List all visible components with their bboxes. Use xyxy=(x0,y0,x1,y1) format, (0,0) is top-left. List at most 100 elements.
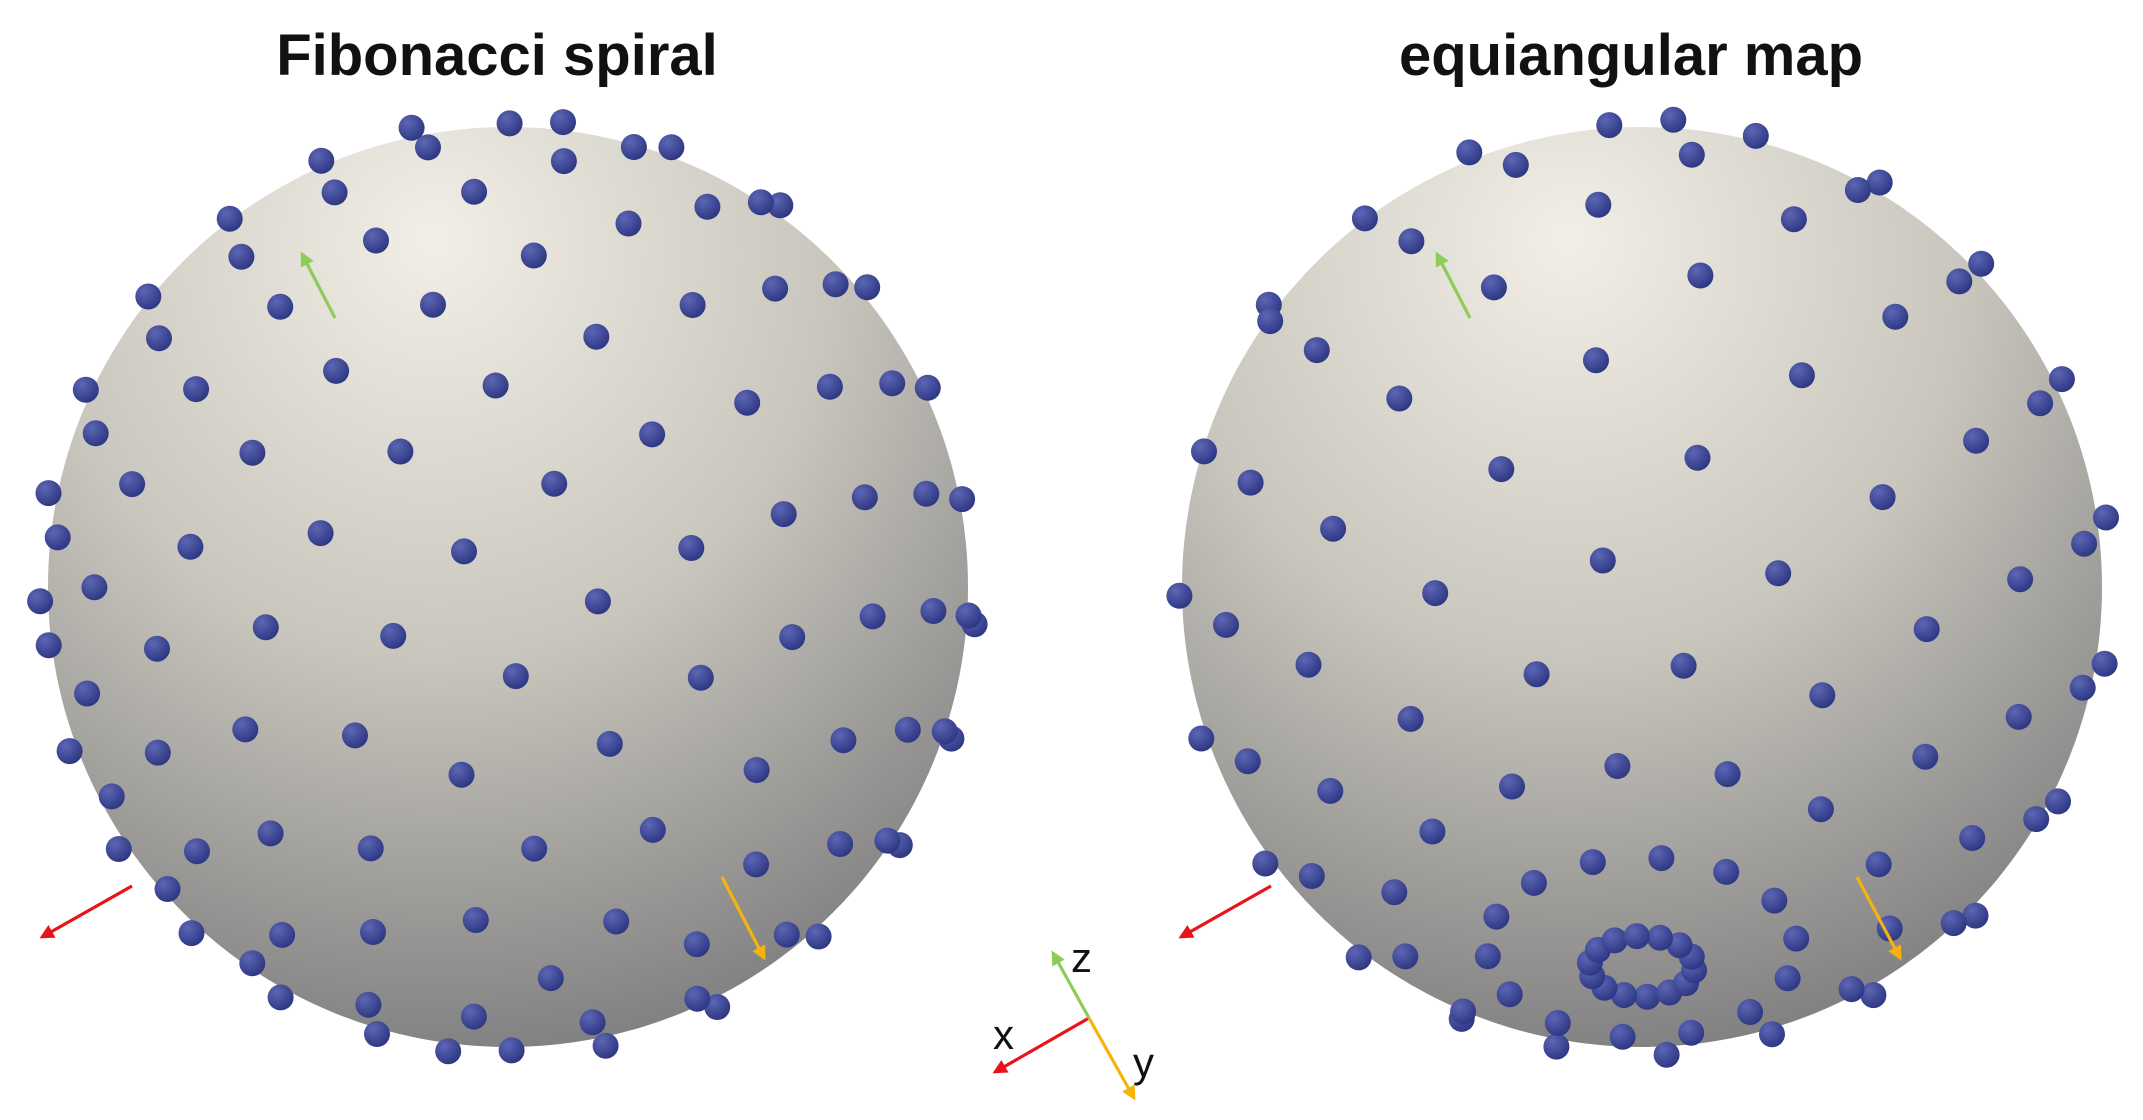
sample-point xyxy=(1946,268,1973,295)
sample-point xyxy=(1684,444,1711,471)
sample-point xyxy=(496,110,523,137)
sample-point xyxy=(1623,923,1650,950)
sample-point xyxy=(98,783,125,810)
sample-point xyxy=(2005,703,2032,730)
sample-point xyxy=(678,535,705,561)
sample-point xyxy=(239,950,266,977)
sample-point xyxy=(1419,818,1446,845)
sample-point xyxy=(596,730,623,757)
panel-title-equiangular: equiangular map xyxy=(1399,23,1863,88)
sample-point xyxy=(228,243,255,270)
sample-point xyxy=(135,283,162,310)
sample-point xyxy=(920,598,947,624)
sample-point xyxy=(267,984,294,1011)
sample-point xyxy=(1968,250,1995,277)
point-set-equiangular xyxy=(1166,106,2119,1068)
sample-point xyxy=(1480,274,1507,301)
legend-z-axis-arrow xyxy=(1051,950,1091,1019)
sample-point xyxy=(1252,850,1279,877)
sample-point xyxy=(2023,806,2050,833)
sample-point xyxy=(2007,566,2034,593)
sample-point xyxy=(1488,456,1515,483)
sample-point xyxy=(460,1003,487,1030)
sample-point xyxy=(1774,965,1801,992)
panel-equiangular-map: equiangular map xyxy=(1166,23,2119,1068)
sample-point xyxy=(1303,337,1330,364)
sample-point xyxy=(805,923,832,950)
sample-point xyxy=(308,147,335,174)
sample-point xyxy=(1807,796,1834,823)
sample-point xyxy=(687,664,714,691)
sample-point xyxy=(550,109,576,136)
sample-point xyxy=(2093,504,2119,531)
sample-point xyxy=(1450,998,1477,1025)
sample-point xyxy=(232,716,259,743)
sample-point xyxy=(1737,999,1764,1025)
local-z-axis-arrow xyxy=(1435,251,1472,319)
sample-point xyxy=(579,1009,606,1036)
sample-point xyxy=(1634,983,1661,1010)
sample-point xyxy=(521,835,548,862)
sample-point xyxy=(146,325,172,352)
sample-point xyxy=(1687,262,1714,289)
local-axes-fibonacci xyxy=(39,251,766,961)
sample-point xyxy=(762,275,789,302)
sample-point xyxy=(1496,981,1523,1008)
sample-point xyxy=(184,838,210,865)
sample-point xyxy=(357,835,384,862)
sample-point xyxy=(257,820,284,847)
axis-orientation-legend: x y z xyxy=(992,934,1154,1101)
sample-point xyxy=(2069,674,2096,701)
sample-point xyxy=(879,370,906,397)
sample-point xyxy=(1543,1033,1570,1060)
sample-point xyxy=(323,357,350,384)
sample-point xyxy=(1596,112,1623,139)
sample-point xyxy=(1962,902,1989,929)
sample-point xyxy=(1783,925,1810,952)
sample-point xyxy=(398,114,425,141)
sample-point xyxy=(684,985,711,1012)
sample-point xyxy=(448,761,475,788)
sample-point xyxy=(931,718,958,745)
sample-point xyxy=(1583,347,1609,374)
sample-point xyxy=(1474,943,1501,970)
sample-point xyxy=(82,420,109,447)
sample-point xyxy=(35,632,62,659)
local-z-axis-arrow xyxy=(300,251,337,319)
sample-point xyxy=(1381,879,1408,906)
sample-point xyxy=(387,438,414,465)
sample-point xyxy=(1298,863,1325,889)
sample-point xyxy=(770,501,797,528)
sample-point xyxy=(364,1021,390,1047)
local-x-axis-arrow xyxy=(1178,884,1272,939)
sample-point xyxy=(1601,927,1628,954)
sample-point xyxy=(874,827,901,854)
sample-point xyxy=(81,574,108,601)
sample-point xyxy=(1422,580,1449,607)
sample-point xyxy=(355,991,382,1018)
sample-point xyxy=(743,851,770,878)
sample-point xyxy=(767,192,794,219)
sample-point xyxy=(541,470,568,497)
sample-point xyxy=(1678,1019,1705,1046)
sample-point xyxy=(1320,515,1347,542)
sample-point xyxy=(1257,308,1284,335)
sample-point xyxy=(1963,427,1990,454)
sample-point xyxy=(1523,661,1550,688)
sample-point xyxy=(44,524,71,551)
sample-point xyxy=(537,965,564,992)
sample-point xyxy=(603,908,630,935)
sample-point xyxy=(1609,1023,1636,1050)
sample-point xyxy=(1670,652,1697,679)
sample-point xyxy=(420,291,446,318)
sample-point xyxy=(239,439,266,466)
sample-point xyxy=(1585,191,1612,218)
sphere-fibonacci xyxy=(48,127,968,1047)
sample-point xyxy=(1499,773,1525,800)
sample-point xyxy=(1660,106,1687,133)
sample-point xyxy=(498,1037,525,1064)
sample-point xyxy=(1544,1010,1571,1036)
sample-point xyxy=(1876,915,1903,942)
legend-z-label: z xyxy=(1071,934,1092,981)
panel-title-fibonacci: Fibonacci spiral xyxy=(276,23,718,88)
